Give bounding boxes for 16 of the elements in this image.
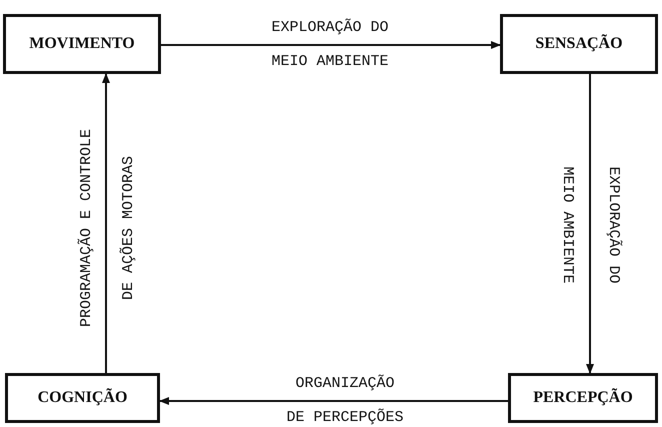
arrow: [102, 73, 110, 373]
node-label: PERCEPÇÃO: [533, 389, 633, 407]
node-label: MOVIMENTO: [29, 35, 135, 53]
process-box: [500, 14, 658, 74]
arrow: [586, 74, 594, 374]
edge-label: ORGANIZAÇÃO DE PERCEPÇÕES: [285, 374, 405, 427]
process-box: [5, 373, 160, 423]
arrow: [161, 41, 501, 49]
node-label: COGNIÇÃO: [38, 389, 128, 407]
edge-label: EXPLORAÇÃO DO MEIO AMBIENTE: [558, 165, 624, 286]
node-label: SENSAÇÃO: [535, 35, 623, 53]
process-box: [508, 373, 658, 423]
edge-label: EXPLORAÇÃO DO MEIO AMBIENTE: [270, 18, 390, 72]
arrow: [159, 397, 508, 405]
edge-label: PROGRAMAÇÃO E CONTROLE DE AÇÕES MOTORAS: [76, 128, 138, 330]
process-box: [3, 14, 161, 74]
